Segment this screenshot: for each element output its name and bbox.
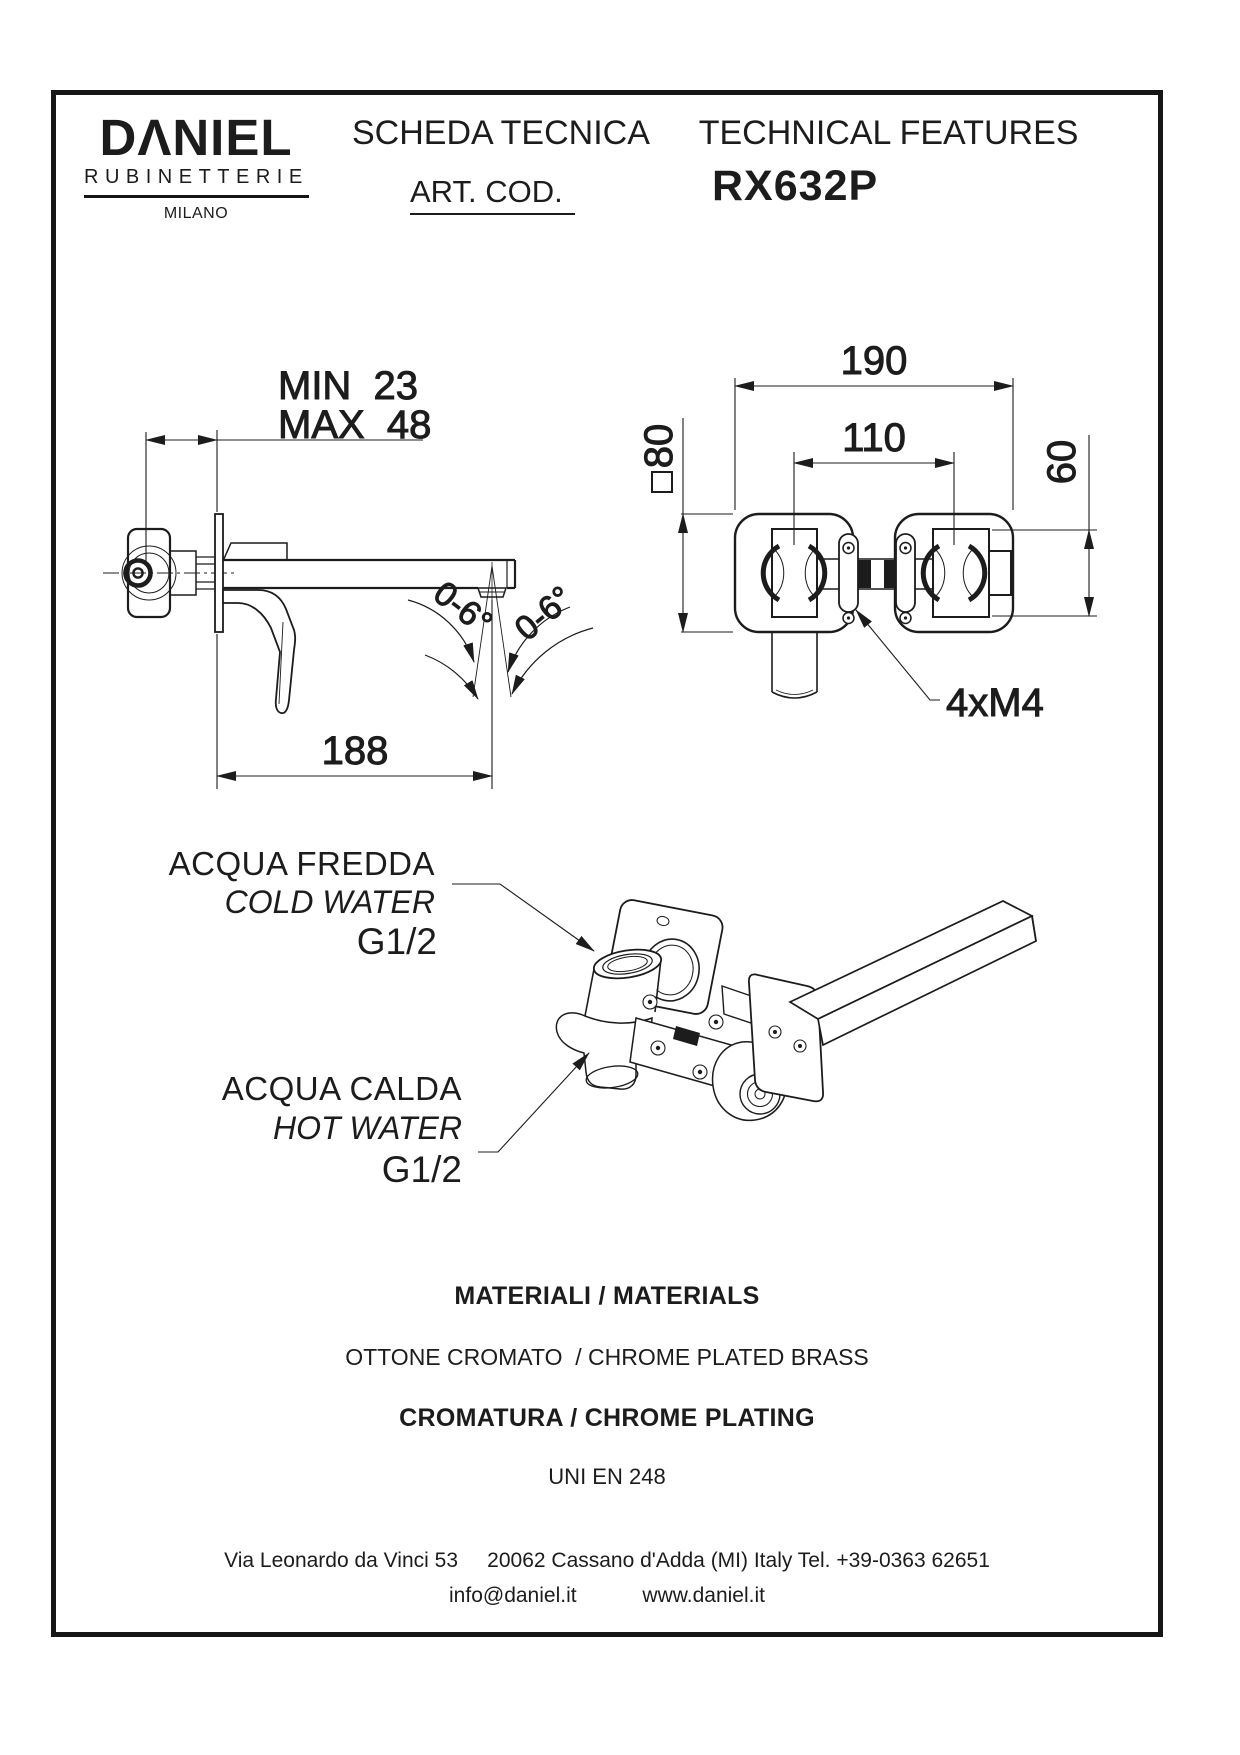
lever-handle <box>222 589 297 715</box>
dim-overall-width <box>734 378 1014 510</box>
dim-handle-height <box>992 435 1097 617</box>
brand-logo: DΛNIEL RUBINETTERIE MILANO <box>84 109 309 223</box>
footer-email: info@daniel.it <box>449 1584 577 1607</box>
sheet-border <box>51 90 1163 1637</box>
footer-address: Via Leonardo da Vinci 53 20062 Cassano d… <box>224 1549 990 1572</box>
spout <box>223 558 517 598</box>
iso-hot-port <box>555 1012 653 1090</box>
dim-centers <box>793 452 955 545</box>
screws-leader <box>855 609 940 701</box>
hot-label-en: HOT WATER <box>273 1110 462 1146</box>
article-code-value: RX632P <box>712 162 879 210</box>
square-symbol <box>651 471 673 493</box>
front-view-drawing: 190 110 80 60 4xM4 <box>637 339 1097 726</box>
dim-spout-label: 188 <box>322 729 389 773</box>
dim-min-label: MIN 23 <box>278 364 418 408</box>
valve-screw <box>123 558 153 588</box>
angle-right-label: 0-6° <box>508 579 580 648</box>
title-italian: SCHEDA TECNICA <box>352 114 650 152</box>
title-english: TECHNICAL FEATURES <box>698 114 1079 152</box>
mounting-lugs <box>838 533 916 625</box>
dim-handle-label: 60 <box>1040 440 1084 485</box>
brand-name: DΛNIEL <box>99 109 293 166</box>
iso-cold-port <box>584 948 663 1022</box>
hot-label-it: ACQUA CALDA <box>222 1070 462 1107</box>
plating-standard: UNI EN 248 <box>548 1464 666 1489</box>
dim-plate-size <box>651 418 733 633</box>
dim-plate-label: 80 <box>637 424 681 469</box>
angle-annotation <box>407 565 594 700</box>
cold-leader <box>452 883 595 952</box>
materials-line: OTTONE CROMATO / CHROME PLATED BRASS <box>345 1344 869 1370</box>
hot-leader <box>478 1052 590 1153</box>
inlet-cylinder <box>771 632 818 699</box>
plating-title: CROMATURA / CHROME PLATING <box>399 1404 815 1432</box>
wall-plate <box>214 513 224 633</box>
dim-max-label: MAX 48 <box>278 403 431 447</box>
dim-wall-depth <box>145 430 423 562</box>
cold-label-it: ACQUA FREDDA <box>169 845 435 882</box>
dim-centers-label: 110 <box>842 416 906 460</box>
dim-width-label: 190 <box>841 339 908 383</box>
article-code-label: ART. COD. <box>410 174 575 215</box>
brand-city: MILANO <box>163 205 229 222</box>
connection-labels: ACQUA FREDDA COLD WATER G1/2 ACQUA CALDA… <box>169 845 462 1190</box>
footer-links: info@daniel.it www.daniel.it <box>51 1584 1163 1608</box>
isometric-drawing <box>452 883 1037 1153</box>
materials-title: MATERIALI / MATERIALS <box>454 1282 760 1310</box>
footer-website: www.daniel.it <box>642 1584 765 1607</box>
side-view-drawing: MIN 23 MAX 48 188 0-6° 0-6° <box>103 364 594 789</box>
brand-subtitle: RUBINETTERIE <box>84 166 309 198</box>
screws-label: 4xM4 <box>946 681 1044 725</box>
angle-left-label: 0-6° <box>426 574 499 643</box>
iso-spout-bar <box>788 900 1037 1047</box>
aerator <box>476 587 508 598</box>
cold-label-en: COLD WATER <box>225 884 435 920</box>
cold-thread-size: G1/2 <box>357 921 437 962</box>
iso-lugs <box>642 994 724 1080</box>
hot-thread-size: G1/2 <box>382 1149 462 1190</box>
document-title: SCHEDA TECNICA TECHNICAL FEATURES <box>352 114 1078 153</box>
